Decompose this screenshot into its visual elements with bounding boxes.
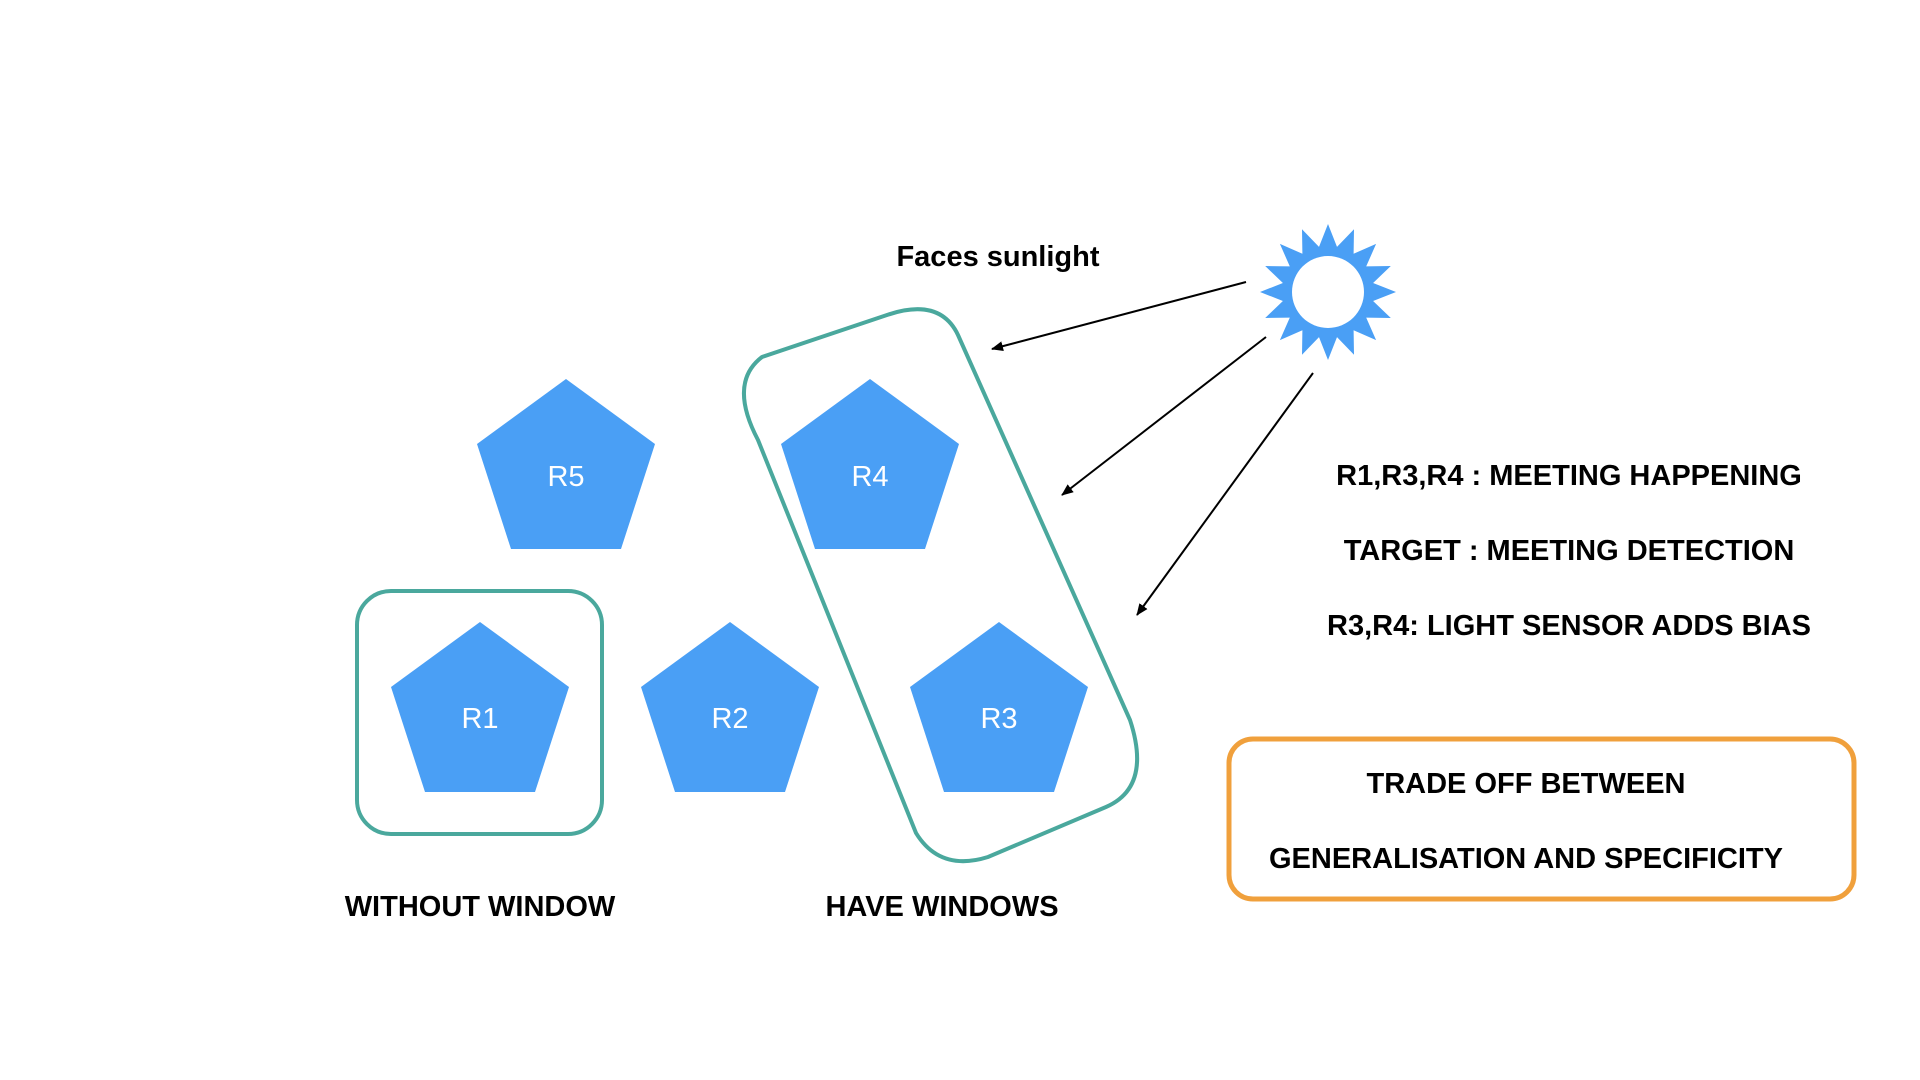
sunlight-arrow-3	[1136, 372, 1314, 616]
note-target: TARGET : MEETING DETECTION	[1344, 535, 1795, 567]
have-windows-label: HAVE WINDOWS	[825, 891, 1058, 923]
note-light-sensor-bias: R3,R4: LIGHT SENSOR ADDS BIAS	[1327, 610, 1811, 642]
room-r1: R1	[391, 622, 569, 792]
room-r4: R4	[781, 379, 959, 549]
sunlight-arrow-1	[991, 281, 1247, 352]
room-r4-shape	[781, 379, 959, 549]
without-window-group-outline	[355, 589, 604, 836]
room-r2: R2	[641, 622, 819, 792]
room-r1-shape	[391, 622, 569, 792]
tradeoff-line-2: GENERALISATION AND SPECIFICITY	[1269, 843, 1783, 875]
room-r2-shape	[641, 622, 819, 792]
room-r5-label: R5	[547, 461, 584, 493]
room-r4-label: R4	[851, 461, 888, 493]
tradeoff-line-1: TRADE OFF BETWEEN	[1367, 768, 1686, 800]
room-r5-shape	[477, 379, 655, 549]
room-r2-label: R2	[711, 703, 748, 735]
room-r5: R5	[477, 379, 655, 549]
sunlight-label: Faces sunlight	[896, 241, 1099, 273]
room-r3: R3	[910, 622, 1088, 792]
room-r1-label: R1	[461, 703, 498, 735]
sun-core	[1292, 256, 1364, 328]
note-meeting-happening: R1,R3,R4 : MEETING HAPPENING	[1336, 460, 1802, 492]
room-r3-shape	[910, 622, 1088, 792]
sun-icon	[1260, 224, 1396, 360]
tradeoff-box	[1226, 736, 1857, 902]
room-r3-label: R3	[980, 703, 1017, 735]
sunlight-arrow-2	[1061, 336, 1267, 496]
without-window-label: WITHOUT WINDOW	[345, 891, 616, 923]
have-windows-group-outline	[742, 307, 1140, 864]
